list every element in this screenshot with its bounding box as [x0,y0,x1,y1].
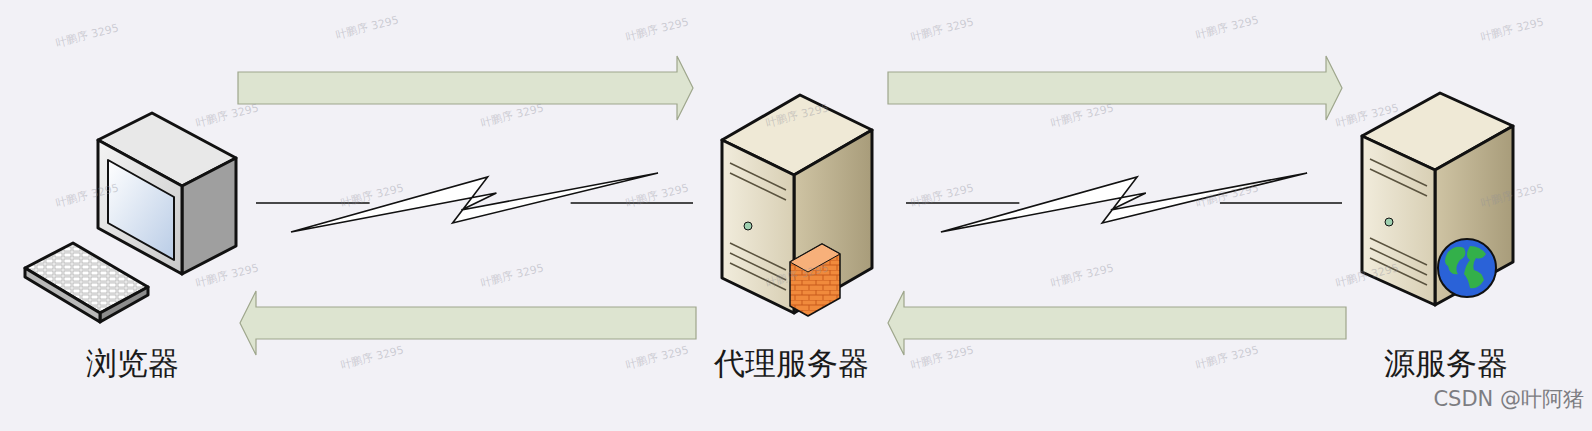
watermark: 叶鹏序 3295 [194,100,260,130]
watermark: 叶鹏序 3295 [624,180,690,210]
watermark: 叶鹏序 3295 [1194,12,1260,42]
device-label: 代理服务器 [696,343,886,385]
watermark: 叶鹏序 3295 [479,260,545,290]
watermark: 叶鹏序 3295 [339,342,405,372]
flow-arrow [888,56,1342,120]
flow-arrow [240,291,696,355]
flow-arrow [238,56,693,120]
watermark: 叶鹏序 3295 [1479,14,1545,44]
network-link [256,173,693,232]
watermark: 叶鹏序 3295 [54,20,120,50]
watermark: 叶鹏序 3295 [479,100,545,130]
watermark: 叶鹏序 3295 [909,180,975,210]
proxy-server-icon [722,95,872,316]
watermark: 叶鹏序 3295 [1049,100,1115,130]
device-node: 源服务器 [1352,90,1540,395]
device-node: 浏览器 [14,105,250,395]
watermark: 叶鹏序 3295 [624,342,690,372]
watermark: 叶鹏序 3295 [194,260,260,290]
device-node: 代理服务器 [696,92,886,395]
device-label: 浏览器 [14,343,250,385]
watermark: 叶鹏序 3295 [1194,180,1260,210]
watermark: 叶鹏序 3295 [909,342,975,372]
watermark: 叶鹏序 3295 [909,14,975,44]
watermark: 叶鹏序 3295 [334,12,400,42]
watermark: 叶鹏序 3295 [1049,260,1115,290]
network-link [906,173,1342,232]
computer-icon [25,113,236,322]
device-label: 源服务器 [1352,343,1540,385]
source-credit: CSDN @叶阿猪 [1433,385,1584,413]
watermark: 叶鹏序 3295 [624,14,690,44]
watermark: 叶鹏序 3295 [1194,342,1260,372]
